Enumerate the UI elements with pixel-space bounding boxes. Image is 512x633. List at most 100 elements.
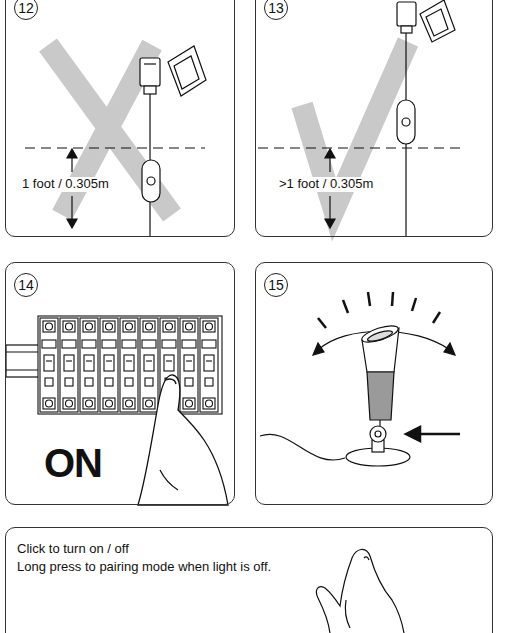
adapter (397, 0, 455, 237)
spotlight (260, 322, 410, 466)
breaker-part (42, 340, 56, 348)
breaker-part (125, 378, 133, 386)
breaker-part (122, 340, 136, 348)
breaker-part (45, 378, 53, 386)
dimension-label: 1 foot / 0.305m (21, 177, 110, 192)
breaker-part (62, 340, 76, 348)
breaker-part (43, 321, 55, 332)
breaker-part (146, 360, 152, 361)
spotlight (379, 420, 380, 426)
breaker-part (143, 398, 155, 409)
breaker-part (66, 360, 72, 361)
spotlight (367, 329, 394, 344)
breaker-part (60, 318, 78, 412)
step-panel: 15 (255, 262, 493, 505)
adapter (144, 86, 156, 94)
breaker-part (146, 400, 153, 407)
breaker-part (106, 323, 113, 330)
breaker-part (166, 323, 173, 330)
breaker-part (124, 355, 134, 371)
spotlight (375, 431, 381, 437)
pointer-arrow (406, 427, 420, 441)
breaker-part (100, 318, 118, 412)
breaker-part (65, 378, 73, 386)
breaker-part (43, 398, 55, 409)
finger (138, 375, 228, 505)
breaker-part (184, 355, 194, 371)
breaker-part (202, 340, 216, 348)
light-rays (343, 300, 348, 313)
breaker-part (83, 398, 95, 409)
breaker-part (80, 318, 98, 412)
hand (316, 549, 404, 633)
adapter (401, 26, 412, 33)
adapter (426, 9, 448, 36)
breaker-part (206, 400, 213, 407)
breaker-part (46, 400, 53, 407)
spotlight (370, 426, 386, 442)
light-rays (368, 292, 370, 306)
breaker-part (63, 321, 75, 332)
breaker-part (186, 323, 193, 330)
instruction-text: Long press to pairing mode when light is… (17, 560, 271, 575)
note-panel: Click to turn on / offLong press to pair… (5, 527, 493, 633)
instruction-text: Click to turn on / off (17, 542, 129, 557)
breaker-part (86, 323, 93, 330)
breaker-part (162, 340, 176, 348)
breaker-part (40, 318, 58, 412)
adapter (397, 100, 415, 144)
distance-marker (325, 149, 335, 158)
distance-marker (25, 147, 205, 148)
breaker-part (204, 355, 214, 371)
distance-marker (67, 219, 77, 228)
breaker-part (164, 355, 174, 371)
spotlight (367, 372, 394, 420)
din-rail (6, 345, 40, 377)
breaker-part (64, 355, 74, 371)
rotate-arc (444, 343, 455, 355)
breaker-part (143, 321, 155, 332)
step-panel: 13>1 foot / 0.305m (255, 0, 493, 237)
callout-number: 14 (14, 273, 38, 297)
adapter (405, 144, 406, 237)
breaker-part (63, 398, 75, 409)
dimension-label: >1 foot / 0.305m (278, 177, 374, 192)
adapter (147, 177, 155, 185)
breaker-part (203, 321, 215, 332)
breaker-part (145, 378, 153, 386)
spotlight (260, 434, 345, 460)
breaker-part (206, 360, 212, 361)
breaker-part (120, 318, 138, 412)
breaker-part (86, 400, 93, 407)
adapter (420, 0, 455, 42)
breaker-part (46, 323, 53, 330)
breaker-part (142, 340, 156, 348)
hand (364, 557, 369, 560)
adapter (149, 202, 150, 237)
pointer-arrow (418, 433, 460, 436)
finger (138, 375, 228, 505)
breaker-part (84, 355, 94, 371)
breaker-part (123, 321, 135, 332)
breaker-part (185, 378, 193, 386)
breaker-part (146, 323, 153, 330)
breaker-part (126, 400, 133, 407)
spotlight (360, 322, 400, 345)
breaker-part (166, 360, 172, 361)
breaker-part (104, 355, 114, 371)
light-rays (318, 318, 326, 328)
breaker-part (44, 355, 54, 371)
breaker-part (126, 323, 133, 330)
din-rail (6, 369, 40, 370)
breaker-part (144, 355, 154, 371)
breaker-part (140, 318, 158, 412)
callout-number: 15 (264, 273, 288, 297)
breaker-part (180, 318, 198, 412)
breaker-part (186, 360, 192, 361)
adapter (142, 160, 160, 202)
din-rail (6, 351, 40, 352)
breaker-part (206, 323, 213, 330)
breaker-part (163, 321, 175, 332)
breaker-part (86, 360, 92, 361)
